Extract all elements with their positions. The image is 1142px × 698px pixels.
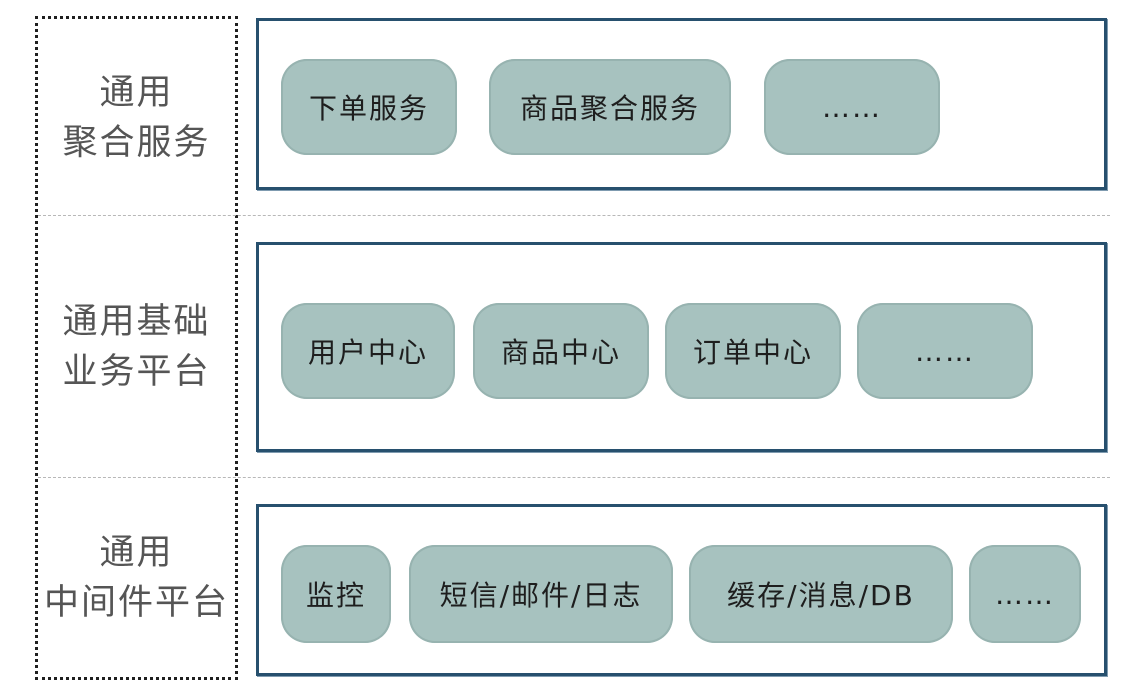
service-chip[interactable]: 缓存/消息/DB <box>689 545 953 643</box>
layer-label-line: 中间件平台 <box>43 583 229 623</box>
layer-separator <box>38 215 1110 216</box>
service-chip[interactable]: 订单中心 <box>665 303 841 399</box>
service-chip-more[interactable]: …… <box>764 59 940 155</box>
layer-label-line: 通用基础 <box>62 302 211 342</box>
layer-label-line: 业务平台 <box>62 352 211 392</box>
service-chip-more[interactable]: …… <box>969 545 1081 643</box>
service-chip[interactable]: 监控 <box>281 545 391 643</box>
layer-label-middleware-platform: 通用 中间件平台 <box>35 528 238 628</box>
layer-panel-middleware-platform: 监控 短信/邮件/日志 缓存/消息/DB …… <box>256 504 1107 676</box>
service-chip[interactable]: 商品中心 <box>473 303 649 399</box>
service-chip[interactable]: 下单服务 <box>281 59 457 155</box>
service-chip[interactable]: 商品聚合服务 <box>489 59 731 155</box>
layer-panel-business-platform: 用户中心 商品中心 订单中心 …… <box>256 242 1107 452</box>
layer-label-business-platform: 通用基础 业务平台 <box>35 297 238 397</box>
service-chip[interactable]: 短信/邮件/日志 <box>409 545 673 643</box>
layer-label-aggregation: 通用 聚合服务 <box>35 68 238 168</box>
layer-separator <box>38 477 1110 478</box>
layer-labels-column <box>35 16 238 680</box>
service-chip-more[interactable]: …… <box>857 303 1033 399</box>
service-chip[interactable]: 用户中心 <box>281 303 455 399</box>
layer-label-line: 聚合服务 <box>62 123 211 163</box>
layer-panel-aggregation: 下单服务 商品聚合服务 …… <box>256 18 1107 190</box>
layer-label-line: 通用 <box>99 533 174 573</box>
layer-label-line: 通用 <box>99 73 174 113</box>
